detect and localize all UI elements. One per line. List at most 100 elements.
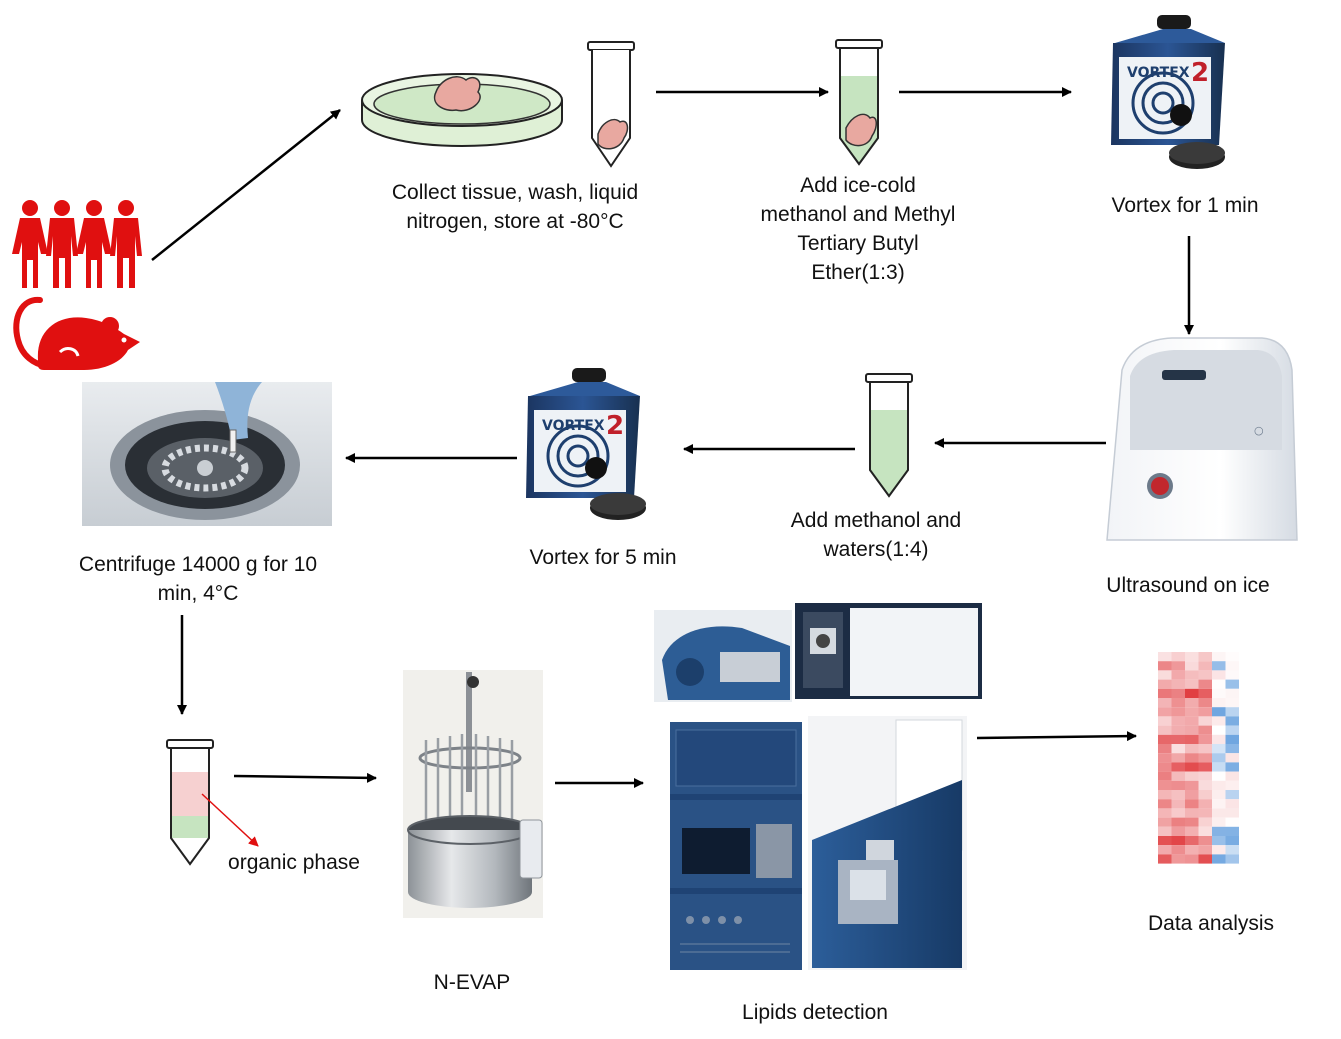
heatmap-cell bbox=[1198, 826, 1212, 836]
heatmap-cell bbox=[1225, 688, 1239, 698]
heatmap-cell bbox=[1185, 845, 1199, 855]
heatmap-cell bbox=[1198, 790, 1212, 800]
heatmap-cell bbox=[1158, 698, 1172, 708]
heatmap-cell bbox=[1198, 707, 1212, 717]
arrow-subjects-to-collect bbox=[151, 109, 341, 261]
heatmap-cell bbox=[1158, 744, 1172, 754]
heatmap-cell bbox=[1158, 688, 1172, 698]
heatmap-cell bbox=[1225, 826, 1239, 836]
heatmap-cell bbox=[1212, 790, 1226, 800]
heatmap-cell bbox=[1212, 771, 1226, 781]
heatmap-cell bbox=[1212, 716, 1226, 726]
tube-tissue-icon bbox=[587, 41, 635, 168]
heatmap-cell bbox=[1171, 688, 1185, 698]
heatmap-cell bbox=[1171, 670, 1185, 680]
heatmap-cell bbox=[1171, 753, 1185, 763]
heatmap-cell bbox=[1198, 854, 1212, 864]
heatmap-icon bbox=[1158, 652, 1239, 864]
heatmap-cell bbox=[1171, 652, 1185, 662]
vortex-1-brand: VORTEX bbox=[1127, 65, 1190, 81]
heatmap-cell bbox=[1158, 780, 1172, 790]
label-data-analysis: Data analysis bbox=[1147, 912, 1275, 935]
heatmap-cell bbox=[1185, 799, 1199, 809]
heatmap-cell bbox=[1198, 817, 1212, 827]
heatmap-cell bbox=[1158, 854, 1172, 864]
heatmap-cell bbox=[1171, 790, 1185, 800]
heatmap-cell bbox=[1198, 845, 1212, 855]
heatmap-cell bbox=[1185, 698, 1199, 708]
heatmap-cell bbox=[1212, 826, 1226, 836]
heatmap-cell bbox=[1158, 826, 1172, 836]
heatmap-cell bbox=[1198, 762, 1212, 772]
heatmap-cell bbox=[1225, 817, 1239, 827]
heatmap-cell bbox=[1171, 836, 1185, 846]
heatmap-cell bbox=[1158, 725, 1172, 735]
heatmap-cell bbox=[1171, 716, 1185, 726]
heatmap-cell bbox=[1198, 771, 1212, 781]
heatmap-cell bbox=[1171, 845, 1185, 855]
heatmap-cell bbox=[1198, 734, 1212, 744]
heatmap-cell bbox=[1225, 725, 1239, 735]
vortex-1-model: 2 bbox=[1191, 58, 1209, 88]
vortex-2-model: 2 bbox=[606, 411, 624, 441]
heatmap-cell bbox=[1158, 670, 1172, 680]
heatmap-cell bbox=[1171, 661, 1185, 671]
nitrogen-evaporator-icon bbox=[403, 670, 543, 918]
heatmap-cell bbox=[1171, 679, 1185, 689]
heatmap-cell bbox=[1198, 716, 1212, 726]
heatmap-cell bbox=[1198, 836, 1212, 846]
heatmap-cell bbox=[1225, 679, 1239, 689]
heatmap-cell bbox=[1171, 799, 1185, 809]
heatmap-cell bbox=[1225, 744, 1239, 754]
label-add-water: Add methanol and waters(1:4) bbox=[790, 509, 962, 561]
heatmap-cell bbox=[1185, 836, 1199, 846]
label-vortex-1min: Vortex for 1 min bbox=[1111, 194, 1259, 217]
heatmap-cell bbox=[1171, 780, 1185, 790]
heatmap-cell bbox=[1225, 854, 1239, 864]
heatmap-cell bbox=[1171, 826, 1185, 836]
heatmap-cell bbox=[1212, 753, 1226, 763]
heatmap-cell bbox=[1198, 753, 1212, 763]
lcms-instruments-icon bbox=[654, 603, 982, 970]
heatmap-cell bbox=[1212, 707, 1226, 717]
ultrasound-device-icon: ○ bbox=[1106, 337, 1298, 541]
heatmap-cell bbox=[1198, 688, 1212, 698]
organic-phase-pointer bbox=[201, 793, 259, 847]
heatmap-cell bbox=[1158, 808, 1172, 818]
flow-arrows bbox=[151, 87, 1194, 788]
label-add-mtbe: Add ice-cold methanol and Methyl Tertiar… bbox=[760, 174, 956, 284]
heatmap-cell bbox=[1225, 652, 1239, 662]
heatmap-cell bbox=[1198, 679, 1212, 689]
heatmap-cell bbox=[1225, 716, 1239, 726]
label-collect-tissue: Collect tissue, wash, liquid nitrogen, s… bbox=[391, 181, 639, 233]
heatmap-cell bbox=[1185, 716, 1199, 726]
heatmap-cell bbox=[1171, 808, 1185, 818]
heatmap-cell bbox=[1225, 734, 1239, 744]
heatmap-cell bbox=[1185, 771, 1199, 781]
heatmap-cell bbox=[1212, 817, 1226, 827]
heatmap-cell bbox=[1171, 762, 1185, 772]
heatmap-cell bbox=[1225, 661, 1239, 671]
heatmap-cell bbox=[1198, 808, 1212, 818]
heatmap-cell bbox=[1171, 771, 1185, 781]
heatmap-cell bbox=[1212, 808, 1226, 818]
heatmap-cell bbox=[1185, 808, 1199, 818]
heatmap-cell bbox=[1158, 661, 1172, 671]
heatmap-cell bbox=[1158, 799, 1172, 809]
heatmap-cell bbox=[1225, 771, 1239, 781]
heatmap-cell bbox=[1212, 661, 1226, 671]
heatmap-cell bbox=[1225, 808, 1239, 818]
heatmap-cell bbox=[1225, 762, 1239, 772]
heatmap-cell bbox=[1158, 753, 1172, 763]
heatmap-cell bbox=[1212, 652, 1226, 662]
heatmap-cell bbox=[1212, 734, 1226, 744]
heatmap-cell bbox=[1158, 716, 1172, 726]
tube-water-icon bbox=[865, 373, 913, 498]
heatmap-cell bbox=[1225, 707, 1239, 717]
tube-phase-separation-icon bbox=[166, 739, 214, 866]
heatmap-cell bbox=[1171, 725, 1185, 735]
heatmap-cell bbox=[1212, 688, 1226, 698]
heatmap-cell bbox=[1171, 734, 1185, 744]
heatmap-cell bbox=[1198, 725, 1212, 735]
heatmap-cell bbox=[1158, 817, 1172, 827]
